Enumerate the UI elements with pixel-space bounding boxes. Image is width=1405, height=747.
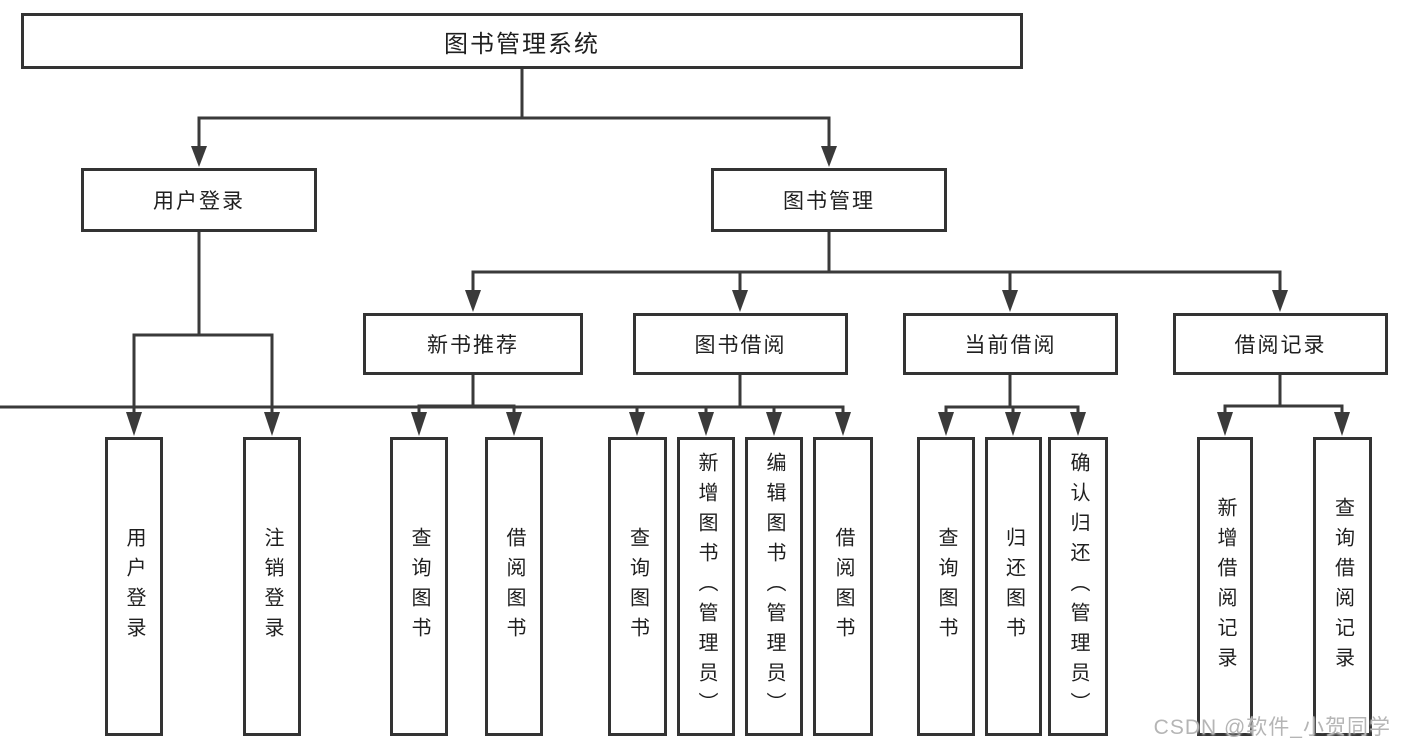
node-user-login: 用户登录 bbox=[81, 168, 317, 232]
leaf-borrow-books-recommend: 借阅图书 bbox=[485, 437, 543, 736]
node-current-borrowing: 当前借阅 bbox=[903, 313, 1118, 375]
node-current-borrowing-label: 当前借阅 bbox=[964, 334, 1057, 357]
leaf-query-books-current: 查询图书 bbox=[917, 437, 975, 736]
csdn-watermark: CSDN @软件_小贺同学 bbox=[1153, 716, 1391, 739]
leaf-borrow-books-recommend-label: 借阅图书 bbox=[503, 526, 525, 647]
connector-book-borrow-to-leaves bbox=[0, 375, 851, 436]
leaf-query-borrow-record-label: 查询借阅记录 bbox=[1331, 496, 1354, 677]
node-borrow-records: 借阅记录 bbox=[1173, 313, 1388, 375]
leaf-borrow-books-borrowing-label: 借阅图书 bbox=[832, 526, 854, 647]
leaf-add-book-admin: 新增图书（管理员） bbox=[677, 437, 735, 736]
leaf-user-login: 用户登录 bbox=[105, 437, 163, 736]
node-book-management-label: 图书管理 bbox=[783, 190, 875, 213]
leaf-edit-book-admin-label: 编辑图书（管理员） bbox=[763, 451, 785, 722]
connector-current-borrow-to-leaves bbox=[938, 375, 1086, 436]
leaf-edit-book-admin: 编辑图书（管理员） bbox=[745, 437, 803, 736]
node-user-login-label: 用户登录 bbox=[153, 190, 245, 213]
node-system-root: 图书管理系统 bbox=[21, 13, 1023, 69]
leaf-query-books-current-label: 查询图书 bbox=[935, 526, 957, 647]
leaf-logout: 注销登录 bbox=[243, 437, 301, 736]
node-borrow-records-label: 借阅记录 bbox=[1234, 334, 1327, 357]
leaf-confirm-return-admin: 确认归还（管理员） bbox=[1048, 437, 1108, 736]
node-book-borrowing-label: 图书借阅 bbox=[694, 334, 787, 357]
leaf-add-book-admin-label: 新增图书（管理员） bbox=[695, 451, 717, 722]
connector-user-login-to-leaves bbox=[126, 232, 280, 436]
leaf-query-borrow-record: 查询借阅记录 bbox=[1313, 437, 1372, 736]
node-new-book-recommend-label: 新书推荐 bbox=[427, 334, 519, 357]
leaf-borrow-books-borrowing: 借阅图书 bbox=[813, 437, 873, 736]
node-book-borrowing: 图书借阅 bbox=[633, 313, 848, 375]
node-new-book-recommend: 新书推荐 bbox=[363, 313, 583, 375]
connector-book-mgmt-to-level3 bbox=[465, 232, 1288, 312]
connector-borrow-record-to-leaves bbox=[1217, 375, 1350, 436]
leaf-add-borrow-record: 新增借阅记录 bbox=[1197, 437, 1253, 736]
connector-root-to-level2 bbox=[191, 69, 837, 167]
leaf-user-login-label: 用户登录 bbox=[123, 526, 145, 647]
leaf-query-books-borrowing: 查询图书 bbox=[608, 437, 667, 736]
leaf-confirm-return-admin-label: 确认归还（管理员） bbox=[1067, 451, 1089, 722]
node-book-management: 图书管理 bbox=[711, 168, 947, 232]
leaf-logout-label: 注销登录 bbox=[261, 526, 283, 647]
leaf-query-books-recommend-label: 查询图书 bbox=[408, 526, 430, 647]
leaf-query-books-recommend: 查询图书 bbox=[390, 437, 448, 736]
node-system-root-label: 图书管理系统 bbox=[444, 30, 600, 58]
leaf-query-books-borrowing-label: 查询图书 bbox=[626, 526, 649, 647]
leaf-return-books-label: 归还图书 bbox=[1002, 526, 1025, 647]
leaf-return-books: 归还图书 bbox=[985, 437, 1042, 736]
leaf-add-borrow-record-label: 新增借阅记录 bbox=[1214, 496, 1236, 677]
